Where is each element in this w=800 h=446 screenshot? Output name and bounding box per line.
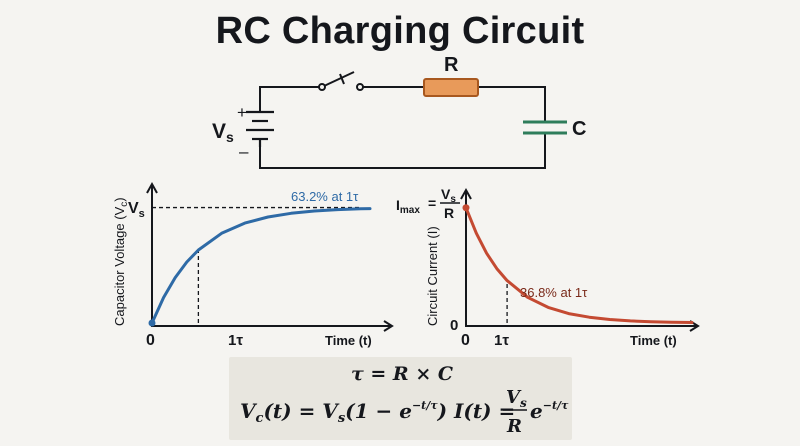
- current-y-zero: 0: [450, 317, 458, 334]
- current-y-arrow: [460, 187, 472, 200]
- formula-i-lhs: I(t) =: [453, 399, 515, 423]
- page-title: RC Charging Circuit: [215, 10, 585, 52]
- voltage-x-label: Time (t): [325, 333, 372, 348]
- current-y-top-label: Imax = Vs R: [396, 186, 460, 221]
- current-annotation: 36.8% at 1τ: [520, 285, 588, 300]
- formula-box: [229, 357, 572, 440]
- formula-i-num: Vs: [506, 387, 527, 410]
- current-x-tick-tau: 1τ: [494, 332, 509, 349]
- svg-text:R: R: [444, 205, 454, 221]
- minus-sign: –: [239, 142, 249, 161]
- svg-text:Imax: Imax: [396, 197, 420, 216]
- source-label: Vs: [212, 120, 234, 145]
- voltage-annotation: 63.2% at 1τ: [291, 189, 359, 204]
- resistor-body: [423, 78, 479, 97]
- source-label-main: V: [212, 120, 226, 143]
- plus-sign: +: [237, 103, 247, 122]
- capacitor-symbol: [523, 120, 567, 135]
- capacitor-label: C: [572, 118, 586, 140]
- capacitor-voltage-curve: [150, 207, 372, 325]
- voltage-y-arrow: [146, 181, 158, 194]
- svg-text:=: =: [428, 195, 436, 211]
- switch-contact-right: [356, 83, 364, 91]
- voltage-y-top-label: Vs: [128, 200, 145, 220]
- formula-i-exp: e−t/τ: [530, 399, 569, 423]
- circuit-diagram: + – Vs R C: [212, 54, 586, 169]
- formula-vc: Vc(t) = Vs(1 − e−t/τ): [240, 399, 447, 426]
- svg-text:Vs: Vs: [441, 186, 456, 205]
- current-x-label: Time (t): [630, 333, 677, 348]
- wire-left-lower: [259, 133, 546, 169]
- switch-mark: [339, 73, 345, 85]
- voltage-y-label: Capacitor Voltage (Vc): [112, 197, 130, 326]
- formula-tau: τ = R × C: [351, 363, 453, 385]
- switch-blade: [323, 71, 355, 87]
- current-y-label: Circuit Current (I): [425, 226, 440, 326]
- capacitor-voltage-start-point: [148, 319, 156, 327]
- formula-i-den: R: [506, 416, 522, 437]
- voltage-x-tick-0: 0: [146, 332, 155, 349]
- source-label-sub: s: [226, 129, 234, 145]
- switch-contact-left: [318, 83, 326, 91]
- voltage-x-tick-tau: 1τ: [228, 332, 243, 349]
- circuit-current-curve: [464, 206, 694, 324]
- wire-right: [478, 86, 546, 122]
- battery-symbol: [246, 110, 274, 147]
- voltage-x-arrow: [383, 320, 394, 332]
- resistor-label: R: [444, 54, 459, 76]
- circuit-current-start-point: [462, 204, 470, 212]
- current-x-tick-0: 0: [461, 332, 470, 349]
